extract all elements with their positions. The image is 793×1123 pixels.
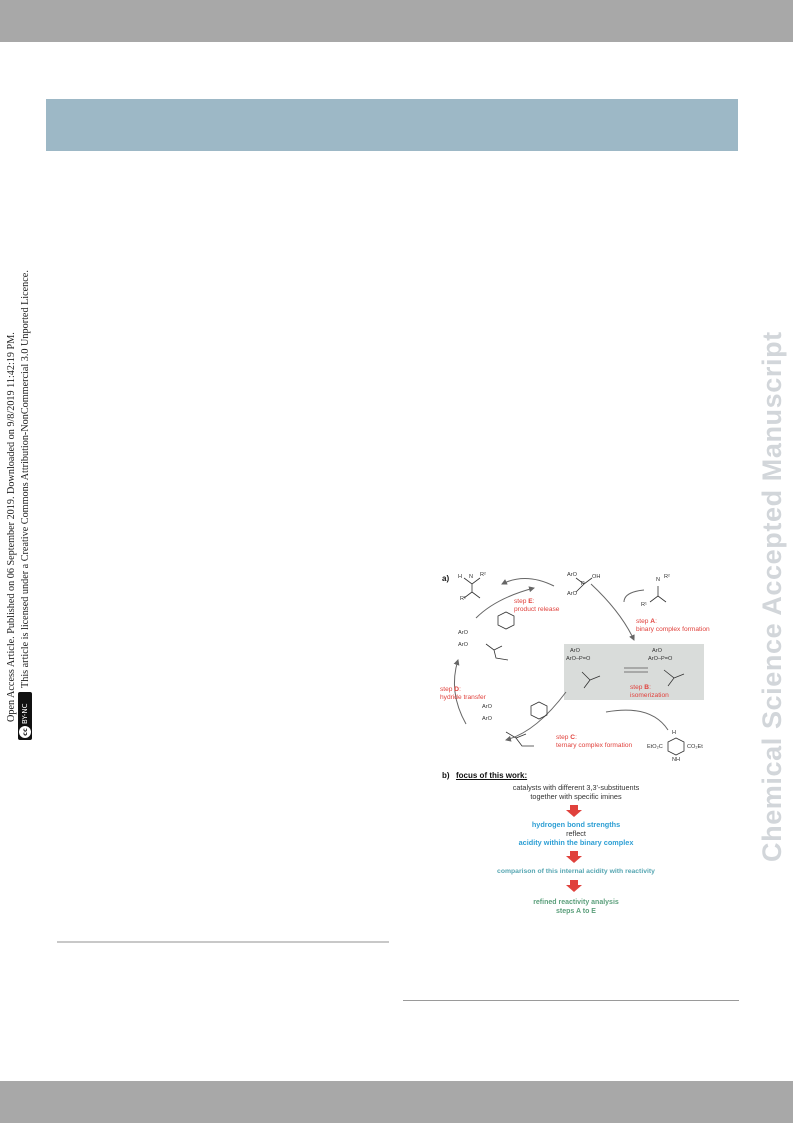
- chem-box-aropo-2: ArO–P=O: [648, 656, 673, 662]
- accepted-manuscript-watermark: Chemical Science Accepted Manuscript: [757, 331, 787, 862]
- panel-b-title: focus of this work:: [456, 771, 528, 780]
- flow-acidity: acidity within the binary complex: [518, 838, 634, 847]
- chem-r1: R¹: [460, 596, 466, 602]
- flow-catalysts-line: catalysts with different 3,3'-substituen…: [512, 783, 640, 792]
- catalytic-cycle-figure: a) H N R² R¹ ArO OH P ArO N R² R¹ ArO Ar…: [436, 562, 736, 932]
- step-c-label: step C: ternary complex formation: [556, 734, 633, 749]
- bottom-margin-bar: [0, 1081, 793, 1123]
- chem-box-aropo: ArO–P=O: [566, 656, 591, 662]
- flow-steps: steps A to E: [556, 908, 596, 915]
- open-access-notice: Open Access Article. Published on 06 Sep…: [5, 220, 41, 740]
- chem-imine-n: N: [656, 577, 661, 583]
- chem-aro-1: ArO: [567, 572, 577, 578]
- chem-p: P: [581, 581, 585, 587]
- left-column-rule: [57, 941, 389, 943]
- license-line[interactable]: This article is licensed under a Creativ…: [20, 270, 31, 688]
- chem-d-aro-2: ArO: [458, 642, 468, 648]
- flow-imines-line: together with specific imines: [530, 792, 622, 801]
- chem-co2et: CO₂Et: [687, 744, 703, 750]
- figure-graphics: [453, 577, 704, 892]
- chem-h: H: [458, 574, 463, 580]
- chem-imine-r2: R²: [664, 574, 670, 580]
- chem-d-aro: ArO: [458, 630, 468, 636]
- step-a-label: step A: binary complex formation: [636, 618, 710, 633]
- chem-c-aro: ArO: [482, 704, 492, 710]
- step-b-label: step B: isomerization: [630, 684, 669, 699]
- chem-eto2c: EtO₂C: [647, 744, 663, 750]
- journal-header-band: [46, 99, 738, 151]
- chem-box-aro: ArO: [570, 648, 580, 654]
- chem-aro-2: ArO: [567, 591, 577, 597]
- open-access-line: Open Access Article. Published on 06 Sep…: [6, 332, 17, 722]
- step-d-label: step D: hydride transfer: [440, 686, 486, 701]
- flow-refined: refined reactivity analysis: [533, 899, 619, 906]
- flow-comparison: comparison of this internal acidity with…: [497, 868, 655, 875]
- chem-nh: NH: [672, 757, 681, 763]
- flow-reflect: reflect: [566, 829, 586, 838]
- panel-a-label: a): [442, 574, 450, 583]
- chem-n: N: [469, 574, 474, 580]
- flow-arrow-2: [566, 851, 582, 863]
- chem-hh: H: [672, 730, 677, 736]
- right-column-rule: [403, 1000, 739, 1001]
- chem-c-aro-2: ArO: [482, 716, 492, 722]
- chem-r2: R²: [480, 572, 486, 578]
- step-e-label: step E: product release: [514, 598, 560, 613]
- cc-badge-text: BY-NC: [21, 703, 29, 724]
- cc-icon: cc: [19, 726, 31, 738]
- flow-arrow-1: [566, 805, 582, 817]
- flow-arrow-3: [566, 880, 582, 892]
- top-margin-bar: [0, 0, 793, 42]
- chem-box-aro-2: ArO: [652, 648, 662, 654]
- cc-license-badge[interactable]: cc BY-NC: [18, 692, 32, 740]
- chem-imine-r1: R¹: [641, 602, 647, 608]
- panel-b-label: b): [442, 771, 450, 780]
- chem-oh: OH: [592, 574, 601, 580]
- flow-hb-strengths: hydrogen bond strengths: [531, 820, 621, 829]
